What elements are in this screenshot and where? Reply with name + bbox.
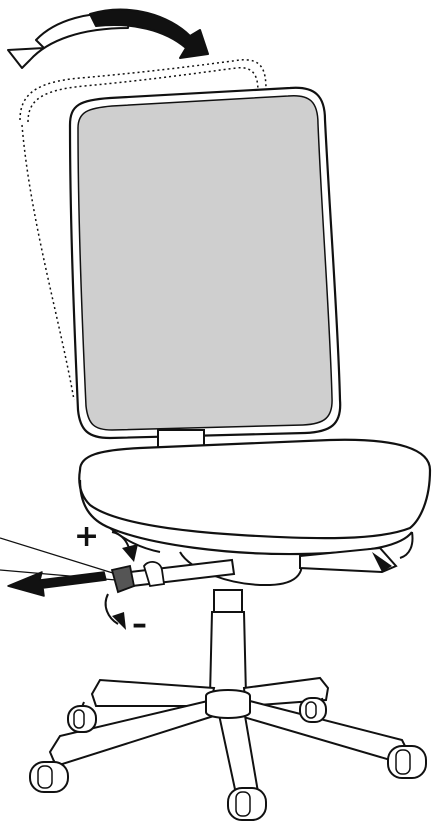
castor-front — [228, 788, 266, 820]
castor-front-right-hub — [396, 750, 410, 774]
backrest-cushion — [78, 96, 332, 430]
minus-label: – — [132, 607, 147, 642]
tilt-arrow-icon — [8, 10, 208, 68]
rotate-plus-head — [122, 544, 138, 562]
rotate-minus-arrow-icon — [106, 594, 126, 630]
castor-front-right — [388, 746, 426, 778]
base-hub — [206, 690, 250, 718]
plus-label: + — [74, 519, 99, 554]
star-base — [50, 678, 410, 800]
castor-front-hub — [236, 792, 250, 816]
cylinder-body — [210, 612, 246, 696]
cylinder-collar — [214, 590, 242, 612]
castor-back-right — [300, 698, 326, 722]
castor-back-left — [68, 702, 96, 732]
base-arm-front — [218, 710, 258, 800]
pull-lever-arrow-icon — [8, 572, 106, 596]
lever-handle — [112, 566, 134, 592]
backrest — [70, 88, 340, 438]
castor-front-left-hub — [38, 766, 52, 788]
base-arm-left-back — [92, 680, 214, 706]
gas-cylinder — [210, 590, 246, 696]
castor-front-left — [30, 760, 68, 792]
tilt-arrow-forward — [90, 10, 208, 58]
seat-cushion — [79, 440, 430, 538]
castor-back-right-hub — [306, 702, 316, 718]
seat — [79, 440, 430, 558]
castor-back-left-hub — [74, 710, 84, 728]
